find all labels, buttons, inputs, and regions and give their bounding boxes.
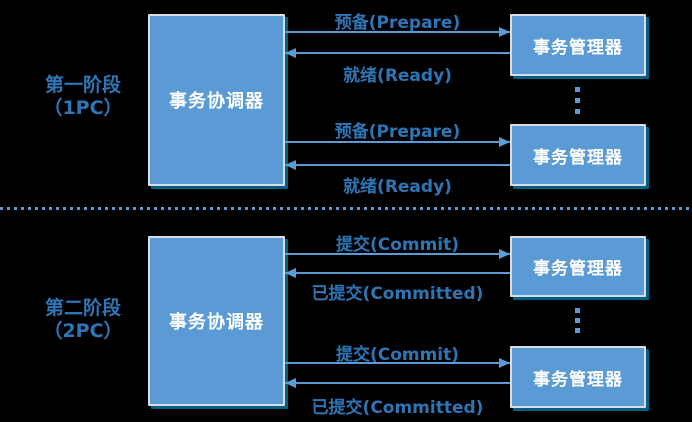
phase2-coordinator-label: 事务协调器 — [169, 312, 264, 333]
phase2-label-line1: 第二阶段 — [44, 297, 121, 319]
phase2-label: 第二阶段 （2PC） — [18, 297, 148, 343]
ellipsis-dot — [575, 87, 580, 92]
ellipsis-dot — [575, 328, 580, 333]
phase1-label: 第一阶段 （1PC） — [18, 74, 148, 120]
phase1-message-ready-2: 就绪(Ready) — [343, 177, 452, 197]
phase2-manager-label-1: 事务管理器 — [533, 259, 623, 279]
phase2-manager-label-2: 事务管理器 — [533, 369, 623, 390]
phase2-manager-box-2: 事务管理器 — [510, 346, 646, 408]
phase1-label-line2: （1PC） — [43, 97, 123, 119]
phase1-manager-label-2: 事务管理器 — [533, 147, 623, 168]
phase1-coordinator-box: 事务协调器 — [148, 14, 285, 186]
phase2-manager-box-1: 事务管理器 — [510, 236, 646, 297]
phase2-commit-arrow-2 — [285, 358, 510, 368]
phase1-manager-box-1: 事务管理器 — [510, 14, 646, 76]
ellipsis-dot — [575, 318, 580, 323]
phase1-prepare-arrow-2 — [285, 137, 510, 147]
ellipsis-dot — [575, 98, 580, 103]
phase1-coordinator-label: 事务协调器 — [169, 91, 264, 112]
phase1-prepare-arrow-1 — [285, 27, 510, 37]
phase1-message-prepare-1: 预备(Prepare) — [334, 13, 461, 33]
phase2-label-line2: （2PC） — [43, 320, 123, 342]
ellipsis-dot — [575, 109, 580, 114]
phase1-ready-arrow-2 — [285, 160, 510, 170]
phase2-commit-arrow-1 — [285, 249, 510, 259]
phase-divider-dotted-line — [0, 207, 692, 210]
phase1-label-line1: 第一阶段 — [44, 74, 121, 96]
phase1-ready-arrow-1 — [285, 48, 510, 58]
phase1-manager-label-1: 事务管理器 — [533, 37, 623, 58]
phase2-committed-arrow-1 — [285, 268, 510, 278]
phase1-message-prepare-2: 预备(Prepare) — [334, 122, 461, 142]
phase2-committed-arrow-2 — [285, 378, 510, 388]
ellipsis-dot — [575, 308, 580, 313]
phase2-message-commit-1: 提交(Commit) — [335, 235, 460, 255]
phase2-message-committed-2: 已提交(Committed) — [311, 398, 484, 418]
phase1-manager-box-2: 事务管理器 — [510, 124, 646, 186]
phase2-message-commit-2: 提交(Commit) — [335, 345, 460, 365]
phase2-coordinator-box: 事务协调器 — [148, 236, 285, 406]
phase1-message-ready-1: 就绪(Ready) — [343, 66, 452, 86]
phase2-message-committed-1: 已提交(Committed) — [311, 284, 484, 304]
